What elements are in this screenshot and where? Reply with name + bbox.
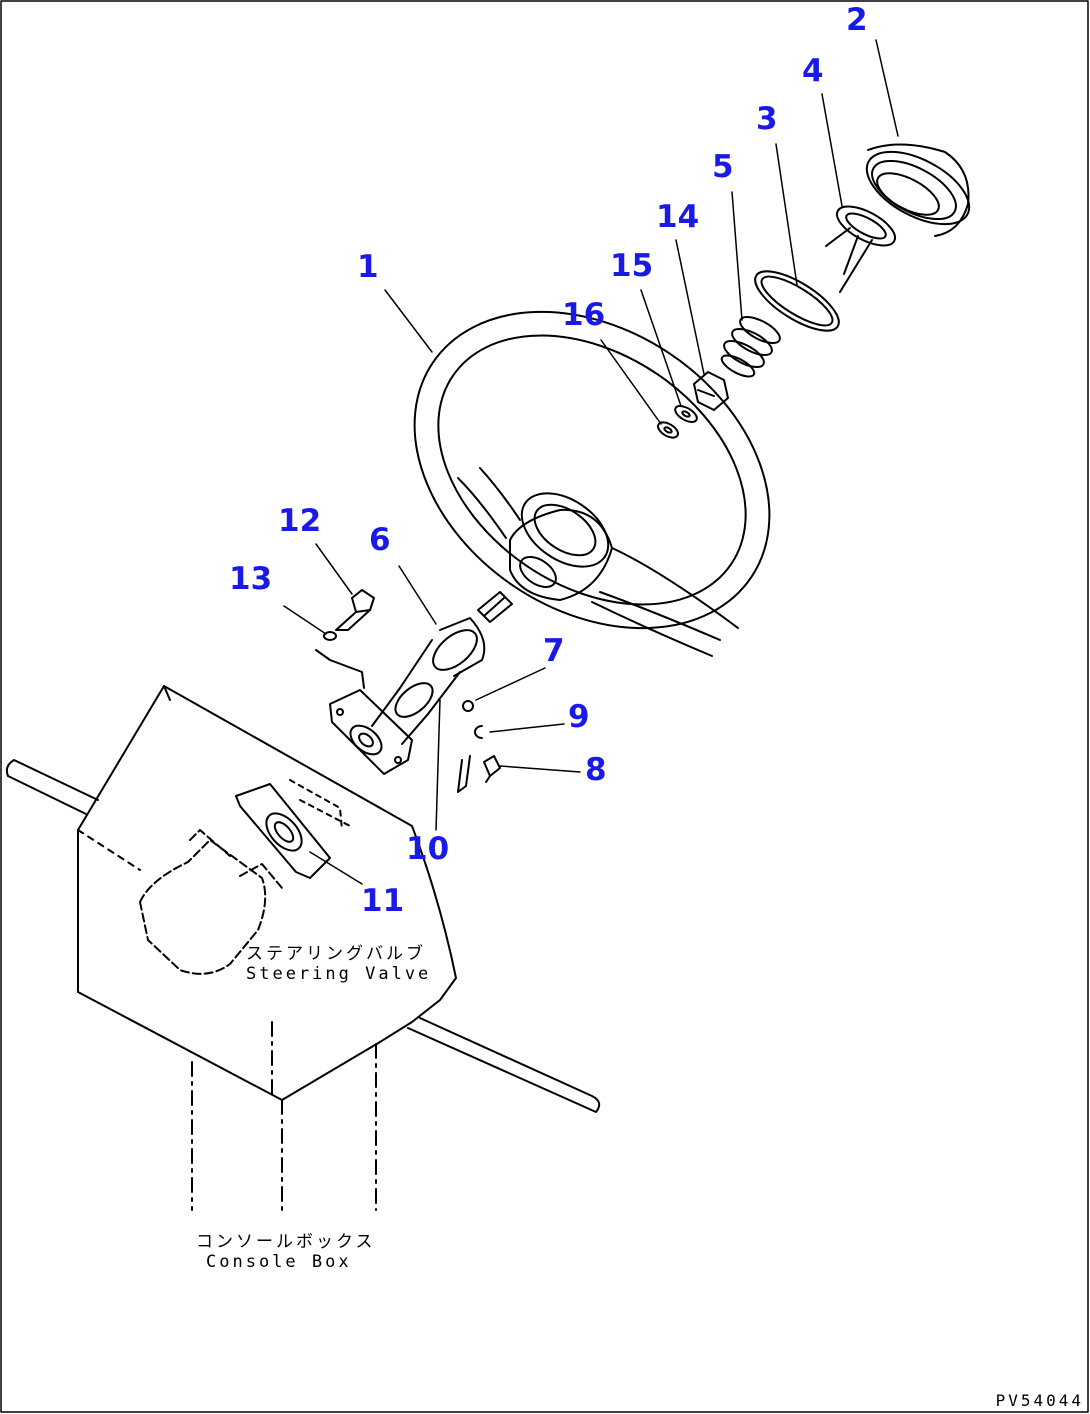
steering-wheel-part (413, 310, 771, 657)
gasket-part (235, 783, 331, 879)
part-number-7: 7 (543, 633, 565, 669)
steering-valve-phantom (139, 829, 283, 975)
ring-part (754, 270, 840, 332)
console-box-label-jp: コンソールボックス (196, 1232, 376, 1252)
box-mounting-marks (289, 779, 351, 831)
part-number-3: 3 (756, 101, 778, 137)
spring-part (720, 315, 781, 378)
part-number-11: 11 (361, 883, 405, 919)
part-number-6: 6 (369, 522, 391, 558)
part-number-9: 9 (568, 699, 590, 735)
console-box-label-en: Console Box (206, 1252, 352, 1273)
bolt-part (323, 589, 375, 641)
drawing-code: PV54044 (995, 1391, 1084, 1410)
leader-lines (283, 39, 899, 885)
fastener-parts (457, 700, 501, 793)
steering-valve-label-en: Steering Valve (246, 964, 432, 985)
part-number-2: 2 (846, 2, 868, 38)
part-number-15: 15 (610, 248, 654, 284)
part-number-1: 1 (357, 249, 379, 285)
part-number-10: 10 (406, 831, 450, 867)
part-number-12: 12 (278, 503, 322, 539)
console-box (5, 685, 601, 1211)
horn-cover-part (865, 143, 971, 237)
steering-valve-label-jp: ステアリングバルブ (246, 944, 426, 964)
steering-valve-label: ステアリングバルブ Steering Valve (246, 944, 431, 985)
nut-part (693, 371, 729, 411)
part-number-14: 14 (656, 199, 700, 235)
console-box-label: コンソールボックス Console Box (196, 1232, 376, 1273)
part-number-8: 8 (585, 752, 607, 788)
horn-plate-part (825, 205, 897, 293)
washer-parts (657, 405, 698, 439)
part-number-5: 5 (712, 149, 734, 185)
part-number-13: 13 (229, 561, 273, 597)
part-number-4: 4 (802, 53, 824, 89)
steering-column-part (315, 591, 513, 775)
part-number-16: 16 (562, 297, 606, 333)
